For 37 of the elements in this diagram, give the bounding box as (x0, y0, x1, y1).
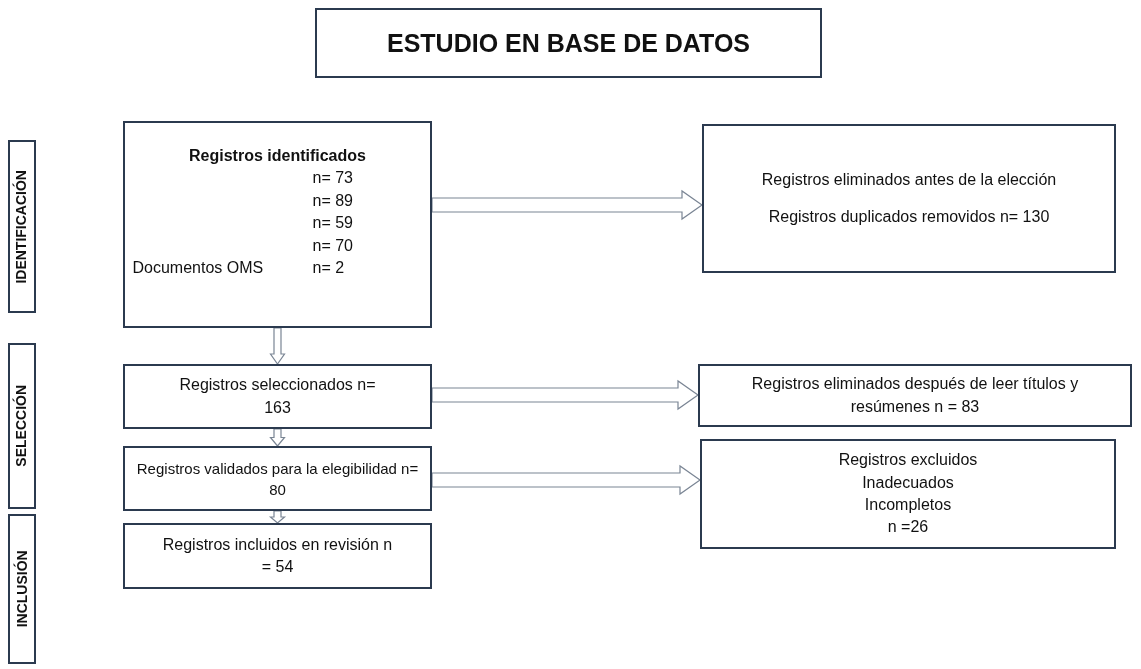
list-item: n= 89 (312, 190, 354, 211)
process-box (698, 364, 1132, 427)
box-heading: Registros identificados (189, 146, 366, 166)
block-arrow (431, 464, 702, 496)
box-text: Inadecuados (862, 472, 954, 493)
block-arrow (268, 510, 287, 524)
stage-label: IDENTIFICACIÓN (12, 169, 31, 284)
block-arrow (269, 428, 286, 447)
title-box: ESTUDIO EN BASE DE DATOS (315, 8, 822, 78)
box-text: Registros eliminados después de leer títulos y resúmenes n = 83 (750, 374, 1080, 417)
list-item: n= 59 (312, 213, 354, 234)
box-text: Registros validados para la elegibilidad n= 80 (135, 458, 420, 500)
box-text: Registros excluidos (838, 450, 978, 471)
box-text: Registros seleccionados n= 163 (178, 375, 377, 418)
process-box (700, 439, 1116, 549)
box-text: Registros eliminados antes de la elección (761, 170, 1057, 191)
stage-label: SELECCIÓN (12, 385, 31, 467)
block-arrow (431, 379, 700, 411)
process-box (123, 121, 432, 328)
process-box (123, 446, 432, 511)
list-item: n= 70 (312, 235, 354, 256)
stage-band (8, 140, 36, 313)
block-arrow (431, 189, 704, 221)
process-box (123, 364, 432, 429)
list-item: n= 2 (312, 257, 346, 278)
block-arrow (269, 327, 286, 366)
process-box (702, 124, 1116, 273)
stage-label: INCLUSIÓN (12, 550, 31, 628)
box-text: Registros duplicados removidos n= 130 (768, 206, 1050, 227)
box-text: n =26 (887, 517, 929, 538)
process-box (123, 523, 432, 589)
box-text: Incompletos (864, 495, 952, 515)
list-item: Documentos OMS (132, 257, 265, 278)
list-item: n= 73 (312, 168, 354, 189)
box-text: Registros incluidos en revisión n = 54 (161, 534, 394, 577)
stage-band (8, 343, 36, 509)
stage-band (8, 514, 36, 664)
